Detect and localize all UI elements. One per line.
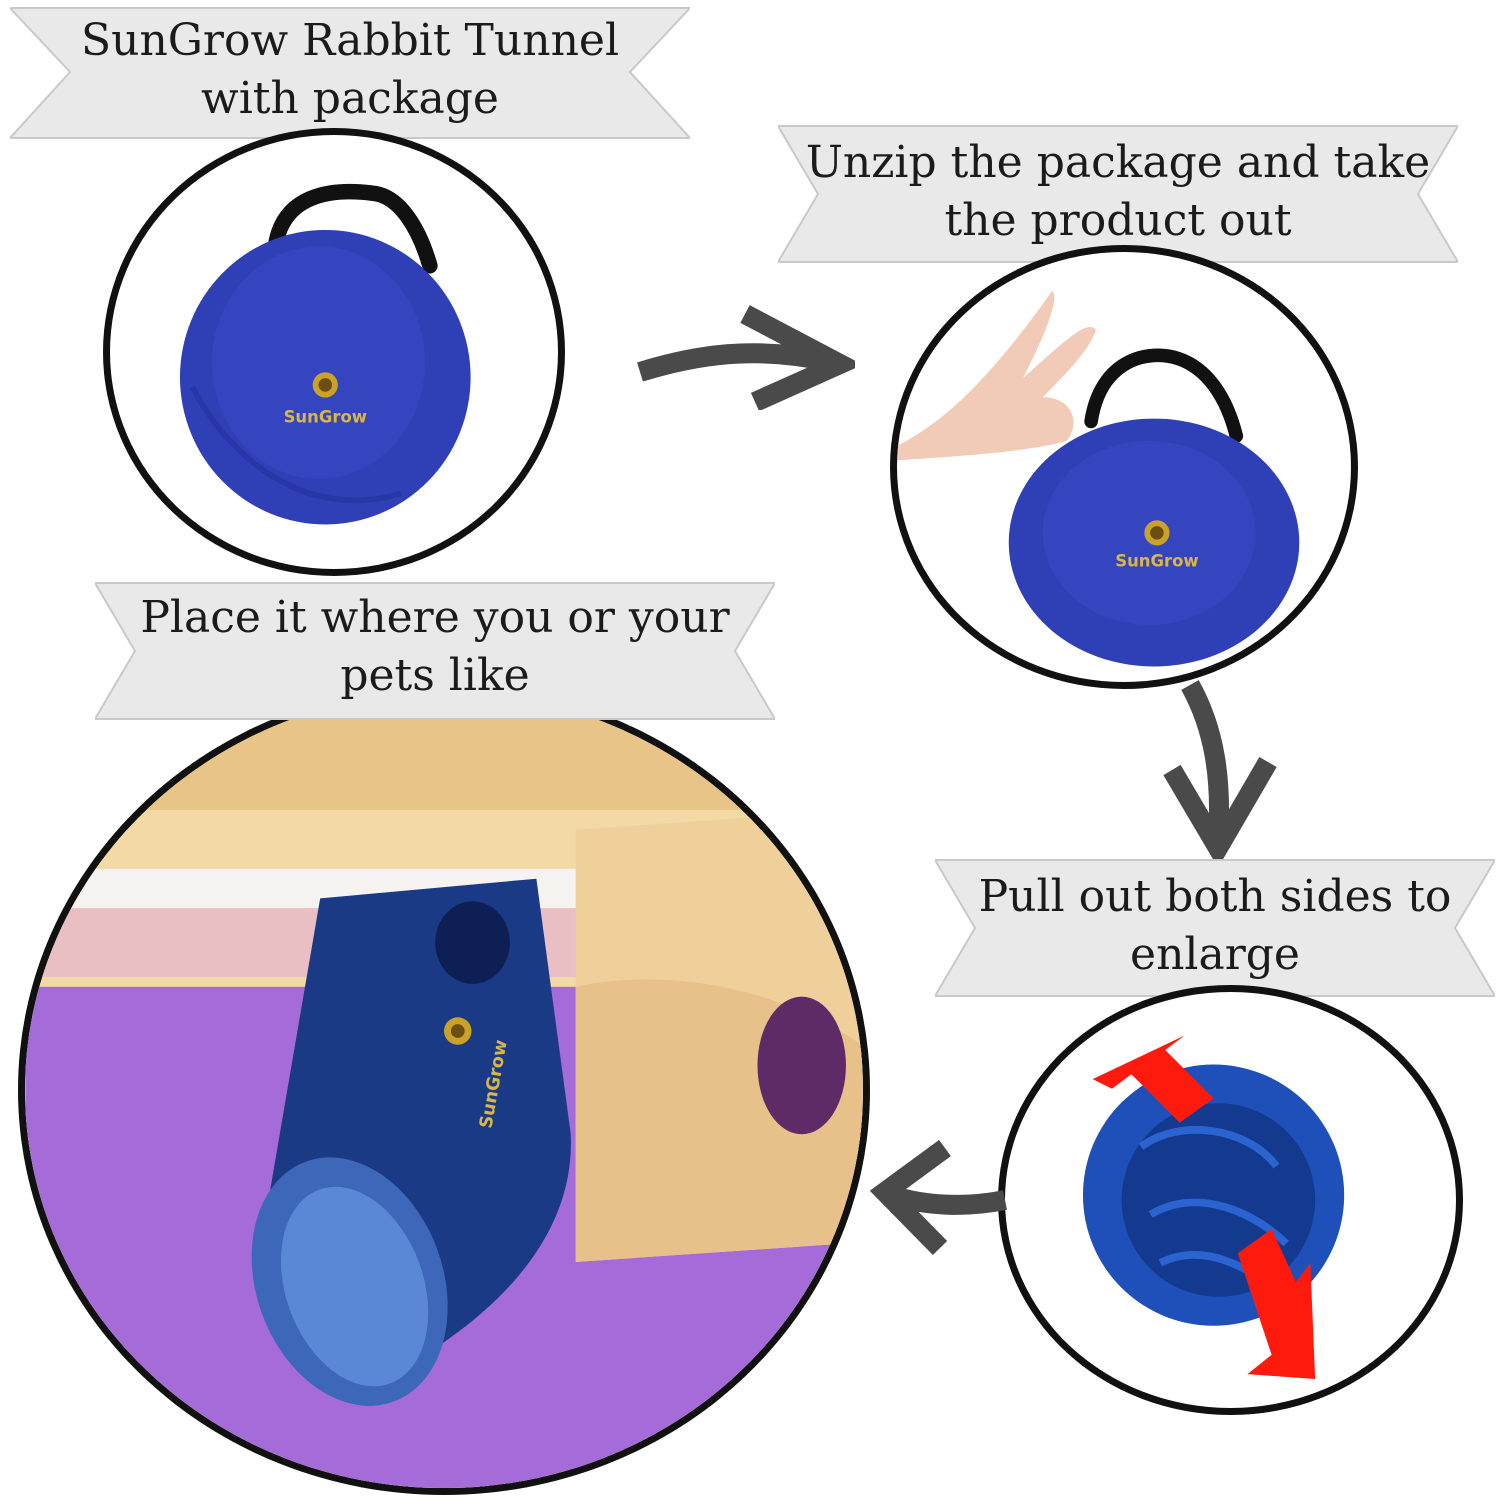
brand-logo: SunGrow — [284, 408, 367, 427]
banner-line: with package — [201, 73, 499, 124]
red-expand-arrow-icon — [1237, 1229, 1316, 1379]
step-1-package-image: SunGrow — [103, 128, 565, 576]
banner-line: Place it where you or your — [140, 592, 730, 643]
curved-arrow-right-icon — [637, 305, 855, 410]
banner-step-2: Unzip the package and take the product o… — [778, 118, 1458, 270]
banner-line: the product out — [944, 195, 1292, 246]
banner-line: Pull out both sides to — [978, 871, 1452, 922]
ribbon-shape — [778, 125, 1458, 263]
step-2-unzip-image: SunGrow — [890, 245, 1358, 689]
brand-logo: SunGrow — [1115, 552, 1198, 571]
banner-step-1: SunGrow Rabbit Tunnel with package — [10, 0, 690, 148]
ribbon-shape — [95, 582, 775, 720]
red-expand-arrow-icon — [1092, 1035, 1214, 1123]
banner-line: SunGrow Rabbit Tunnel — [80, 15, 620, 66]
ribbon-shape — [935, 859, 1495, 997]
banner-step-3: Pull out both sides to enlarge — [935, 852, 1495, 1002]
banner-line: Unzip the package and take — [805, 137, 1431, 188]
step-4-placed-tunnel-image: SunGrow — [18, 685, 870, 1495]
curved-arrow-left-icon — [870, 1140, 1007, 1256]
step-3-enlarge-image — [998, 985, 1463, 1415]
banner-line: enlarge — [1130, 929, 1300, 980]
ribbon-shape — [10, 7, 690, 139]
curved-arrow-down-icon — [1163, 680, 1277, 860]
banner-step-4: Place it where you or your pets like — [95, 575, 775, 725]
banner-line: pets like — [340, 650, 530, 701]
